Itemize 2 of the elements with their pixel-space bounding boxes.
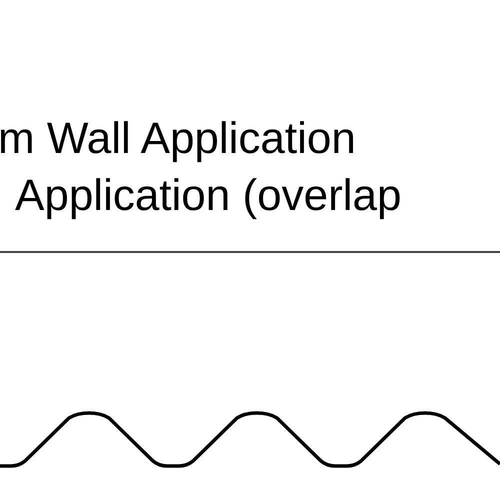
heading-text: Application (overlap [15, 171, 402, 221]
heading-text: m Wall Application [0, 114, 356, 164]
